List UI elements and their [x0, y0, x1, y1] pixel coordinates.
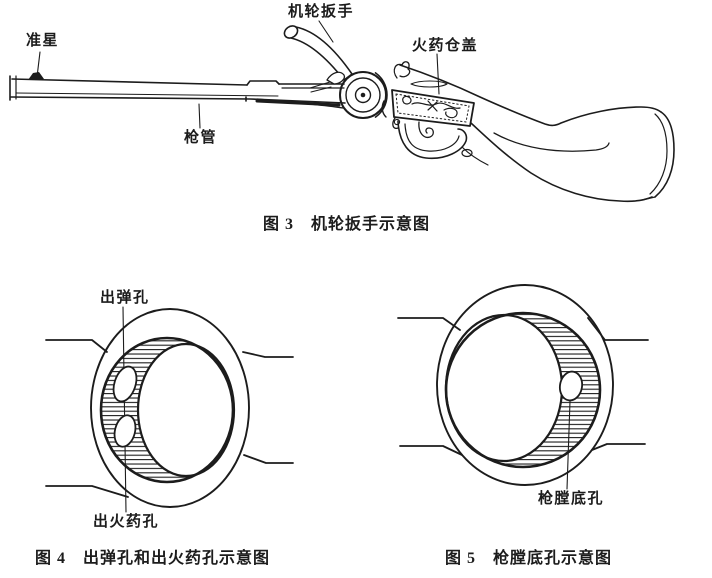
label-bullet-exit-hole: 出弹孔: [100, 290, 150, 306]
label-barrel: 枪管: [184, 130, 218, 146]
label-front-sight: 准星: [26, 33, 60, 49]
trigger-guard: [397, 120, 489, 166]
figure5-leader-line: [566, 400, 571, 490]
chamber-inner-ring: [99, 336, 235, 484]
label-powder-magazine-cover: 火药仓盖: [412, 38, 479, 54]
stock: [399, 64, 675, 203]
label-wheel-wrench: 机轮扳手: [288, 4, 355, 20]
bore-circle: [136, 342, 236, 478]
figure5-breech-section-drawing: [397, 284, 649, 490]
chamber-bottom-hole-shape: [558, 370, 584, 402]
barrel-outer-ring: [90, 308, 250, 508]
figure5-caption: 图 5 枪膛底孔示意图: [445, 550, 613, 567]
figure4-barrel-profile-lines: [45, 339, 294, 498]
bullet-exit-hole-shape: [112, 365, 138, 403]
label-powder-exit-hole: 出火药孔: [93, 514, 160, 530]
figure4-caption: 图 4 出弹孔和出火药孔示意图: [35, 550, 271, 567]
chamber-inner-ring: [444, 311, 602, 469]
lock-scroll-finial: [393, 61, 411, 79]
wrench-handle: [283, 25, 353, 93]
front-sight-shape: [28, 72, 44, 80]
powder-exit-hole-shape: [113, 414, 137, 448]
barrel-outer-ring: [436, 284, 614, 486]
lock-plate: [381, 89, 475, 130]
label-chamber-bottom-hole: 枪膛底孔: [538, 491, 605, 507]
figure3-caption: 图 3 机轮扳手示意图: [263, 216, 431, 233]
wheel-mechanism: [339, 71, 388, 119]
figure5-barrel-profile-lines: [397, 317, 649, 456]
figure4-breech-section-drawing: [45, 306, 294, 513]
figure3-musket-drawing: [9, 20, 675, 203]
